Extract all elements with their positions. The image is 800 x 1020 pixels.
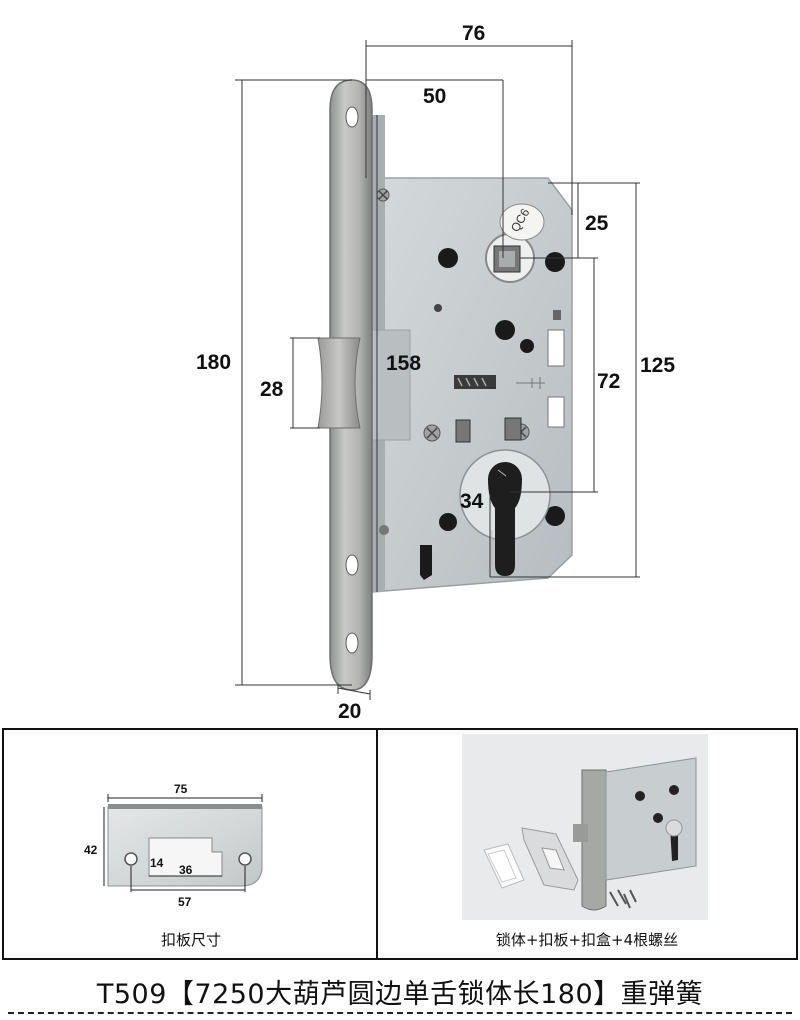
latch-bolt	[317, 337, 361, 429]
plate-dim-42: 42	[84, 843, 98, 857]
product-title: T509【7250大葫芦圆边单舌锁体长180】重弹簧	[96, 979, 704, 1010]
lock-body-drawing: QC6	[235, 40, 640, 700]
package-panel: 锁体+扣板+扣盒+4根螺丝	[376, 728, 798, 960]
strike-plate-drawing	[103, 794, 263, 892]
screw-icon	[376, 188, 390, 202]
plate-dim-57: 57	[178, 895, 192, 909]
package-photo	[462, 734, 708, 920]
dim-72: 72	[597, 370, 621, 393]
plate-dim-14: 14	[150, 856, 164, 870]
cylinder-cutout	[488, 462, 522, 576]
package-caption: 锁体+扣板+扣盒+4根螺丝	[495, 931, 679, 949]
dim-180: 180	[196, 351, 232, 374]
dim-28: 28	[260, 378, 284, 401]
dim-158: 158	[386, 352, 422, 375]
dim-34: 34	[460, 490, 484, 513]
dashed-divider	[8, 1012, 792, 1014]
strike-plate-panel: 75 42 14 36 57 扣板尺寸	[2, 728, 378, 960]
dim-125: 125	[640, 354, 676, 377]
plate-dim-36: 36	[179, 863, 193, 877]
dim-50: 50	[423, 85, 447, 108]
plate-dim-75: 75	[174, 782, 188, 796]
dim-25: 25	[585, 212, 609, 235]
dim-76: 76	[462, 22, 486, 45]
strike-plate-caption: 扣板尺寸	[160, 931, 221, 949]
dim-20: 20	[338, 700, 362, 723]
